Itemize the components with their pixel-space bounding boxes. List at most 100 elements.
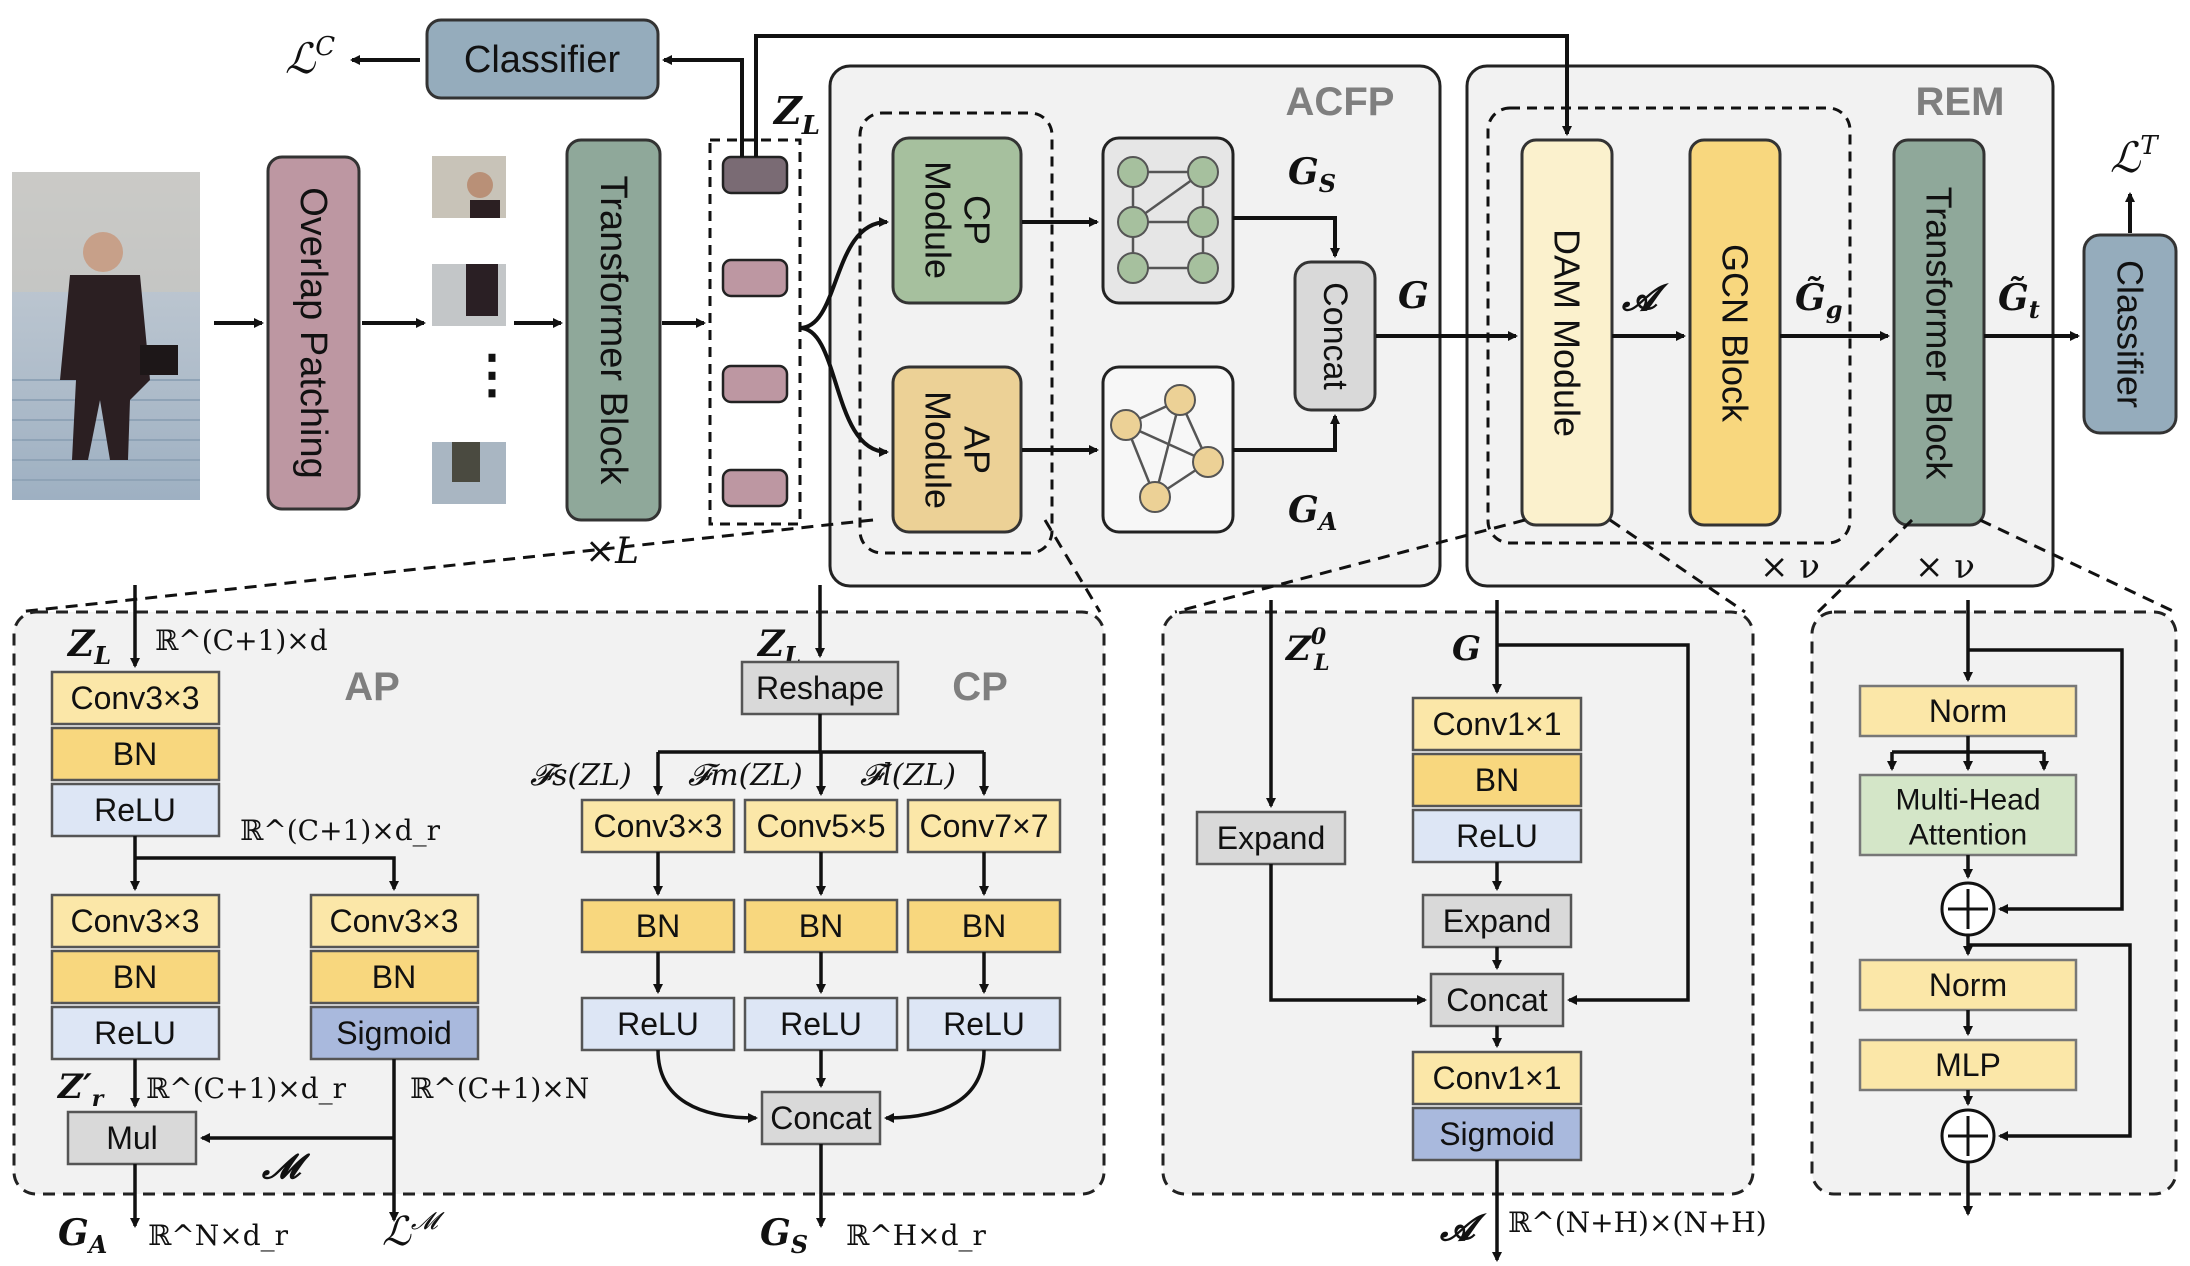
- cp-module-label-2: Module: [918, 161, 959, 279]
- tb-mlp-label: MLP: [1935, 1047, 2001, 1083]
- cp-concat-label: Concat: [770, 1100, 872, 1136]
- ap-conv-2: [50, 893, 221, 949]
- dam-arrows: [1266, 600, 1690, 1262]
- ap-bn-3: [309, 949, 480, 1005]
- dam-concat-label: Concat: [1446, 982, 1548, 1018]
- ap-conv-1: [50, 670, 221, 726]
- cp-fl: 𝓕l(ZL): [860, 758, 956, 793]
- token-1: [721, 258, 789, 298]
- graph-s-icon: [1101, 136, 1235, 305]
- dam-bn-label: BN: [1475, 762, 1519, 798]
- concat-top-box: [1293, 260, 1377, 412]
- dam-relu-label: ReLU: [1456, 818, 1538, 854]
- dam-out-dim: ℝ^(N+H)×(N+H): [1508, 1206, 1767, 1239]
- rem-title: REM: [1916, 80, 2005, 124]
- ap-zr-dim: ℝ^(C+1)×d_r: [146, 1072, 347, 1105]
- z-L-top: ZL: [772, 88, 820, 141]
- concat-top-label: Concat: [1316, 282, 1354, 390]
- cp-module-box: [891, 136, 1023, 305]
- acfp-title: ACFP: [1286, 80, 1395, 124]
- gcn-block-label: GCN Block: [1715, 244, 1756, 423]
- times-v-1: × ν: [1760, 547, 1820, 587]
- ap-z-L: ZL: [66, 623, 111, 670]
- cp-relu-3-label: ReLU: [943, 1006, 1025, 1042]
- cp-module-label-1: CP: [957, 195, 998, 245]
- cp-bn-2-label: BN: [799, 908, 843, 944]
- loss-t: ℒT: [2110, 131, 2159, 182]
- input-person-image: [12, 172, 200, 500]
- classifier-left-box: [425, 18, 660, 100]
- dam-relu: [1411, 808, 1583, 864]
- ap-loss-m: ℒ𝓜: [382, 1207, 445, 1255]
- transformer-block-box: [565, 138, 662, 522]
- cp-bn-3-label: BN: [962, 908, 1006, 944]
- tb-mha-label-1: Multi-Head: [1895, 784, 2040, 817]
- dam-sigmoid-label: Sigmoid: [1439, 1116, 1555, 1152]
- classifier-right-box: [2082, 233, 2178, 435]
- tb-arrows: [1887, 600, 2132, 1216]
- tb-mlp: [1858, 1038, 2078, 1092]
- g-s-label: GS: [1288, 151, 1336, 198]
- acfp-modules-group: [858, 111, 1054, 555]
- cp-relu-2: [743, 996, 899, 1052]
- token-2: [721, 364, 789, 404]
- ap-module-label-1: AP: [957, 426, 998, 474]
- cp-title: CP: [952, 665, 1008, 709]
- dam-module-box: [1520, 138, 1614, 527]
- ap-mid-dim: ℝ^(C+1)×d_r: [240, 814, 441, 847]
- cp-relu-2-label: ReLU: [780, 1006, 862, 1042]
- cp-concat-box: [760, 1090, 882, 1146]
- ap-bn-2-label: BN: [113, 959, 157, 995]
- classifier-left-label: Classifier: [464, 39, 621, 81]
- ap-g-a: GA: [58, 1212, 107, 1259]
- ap-conv-2-label: Conv3×3: [71, 903, 200, 939]
- dam-concat-box: [1429, 972, 1565, 1028]
- cp-fm: 𝓕m(ZL): [688, 758, 803, 793]
- cp-conv-5: [743, 798, 899, 854]
- cp-relu-1-label: ReLU: [617, 1006, 699, 1042]
- tb-norm-1: [1858, 684, 2078, 738]
- cp-arrows: [653, 585, 989, 1228]
- reshape-label: Reshape: [756, 670, 884, 706]
- dam-a: 𝓐: [1439, 1207, 1487, 1249]
- zoom-guide-lines: [17, 518, 2176, 614]
- ap-module-box: [891, 365, 1023, 534]
- cp-g-s: GS: [760, 1212, 808, 1259]
- cp-fs: 𝓕s(ZL): [530, 758, 632, 793]
- loss-c: ℒC: [285, 32, 335, 83]
- cp-conv-3-label: Conv3×3: [594, 808, 723, 844]
- cp-bn-1-label: BN: [636, 908, 680, 944]
- ap-relu-2: [50, 1005, 221, 1061]
- token-column: [708, 138, 802, 526]
- dam-expand-left-box: [1195, 810, 1347, 866]
- ap-bn-3-label: BN: [372, 959, 416, 995]
- ap-in-dim: ℝ^(C+1)×d: [155, 624, 328, 657]
- tb-norm-1-label: Norm: [1929, 693, 2007, 729]
- class-token: [721, 155, 789, 195]
- ap-relu-1-label: ReLU: [94, 792, 176, 828]
- rem-loop-group: [1486, 106, 1852, 545]
- ap-out-dim: ℝ^N×d_r: [148, 1219, 289, 1252]
- token-3: [721, 468, 789, 508]
- ap-conv-3: [309, 893, 480, 949]
- cp-conv-3: [580, 798, 736, 854]
- tb-mha-label-2: Attention: [1909, 819, 2027, 852]
- g-t-label: G̃t: [1998, 277, 2040, 324]
- gcn-block-box: [1688, 138, 1782, 527]
- cp-conv-5-label: Conv5×5: [757, 808, 886, 844]
- dam-expand-left-label: Expand: [1217, 820, 1326, 856]
- g-g-label: G̃g: [1795, 277, 1843, 324]
- cp-conv-7-label: Conv7×7: [920, 808, 1049, 844]
- dam-conv-1: [1411, 696, 1583, 752]
- dam-g: G: [1452, 629, 1481, 669]
- ap-bn-2: [50, 949, 221, 1005]
- ap-z-r: Z′r: [56, 1067, 105, 1112]
- g-a-label: GA: [1288, 489, 1337, 536]
- mul-label: Mul: [106, 1120, 158, 1156]
- cp-out-dim: ℝ^H×d_r: [846, 1219, 987, 1252]
- patch-ellipsis: ⋮: [466, 346, 518, 404]
- ap-conv-3-label: Conv3×3: [330, 903, 459, 939]
- tb-norm-2-label: Norm: [1929, 967, 2007, 1003]
- times-v-2: × ν: [1915, 547, 1975, 587]
